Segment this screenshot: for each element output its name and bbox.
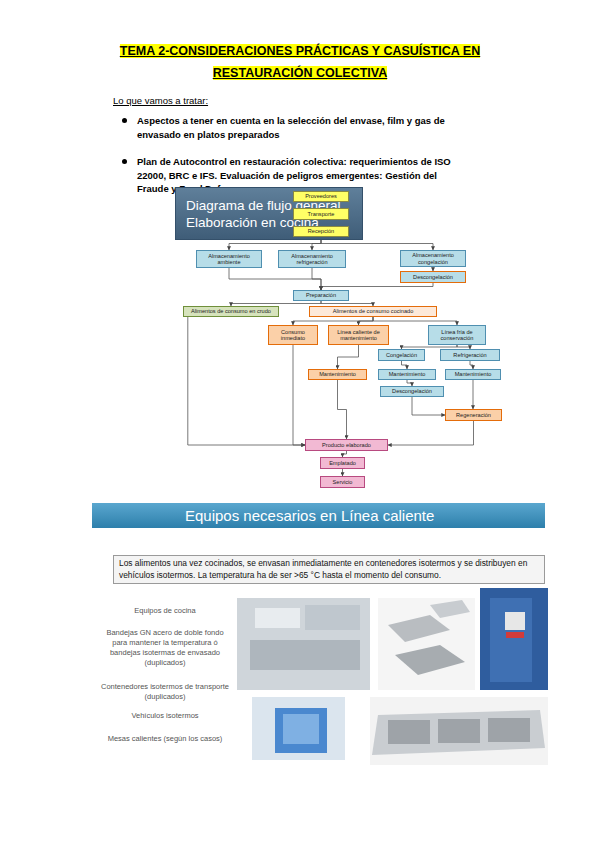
node-text: Línea caliente de mantenimiento [329, 329, 388, 342]
bullet-dot [122, 159, 127, 164]
node-text: Almacenamiento congelación [401, 252, 465, 265]
trays-photo [378, 598, 475, 690]
node-text: Consumo inmediato [269, 329, 317, 342]
node-text: Servicio [333, 479, 353, 485]
node-text: Regeneración [456, 412, 491, 418]
flow-arrow [359, 317, 374, 325]
node-text: Refrigeración [453, 352, 486, 358]
flow-arrow [293, 317, 373, 325]
process-box: Mantenimiento [378, 369, 436, 380]
node-text: Mantenimiento [389, 371, 426, 377]
note-box: Los alimentos una vez cocinados, se enva… [113, 555, 545, 584]
flow-arrow [388, 421, 474, 445]
flow-arrow [312, 268, 321, 290]
flow-arrow [373, 317, 457, 325]
equipment-label: Mesas calientes (según los casos) [100, 734, 230, 744]
flow-arrow [473, 380, 474, 409]
equipment-label: Contenedores isotermos de transporte (du… [100, 682, 230, 702]
gn-tray [430, 600, 470, 618]
process-box: Alimentos de consumo cocinado [309, 306, 437, 317]
title-text: TEMA 2-CONSIDERACIONES PRÁCTICAS Y CASUÍ… [120, 44, 480, 80]
process-box: Mantenimiento [445, 369, 501, 380]
process-box: Descongelación [380, 386, 444, 397]
node-text: Congelación [386, 352, 417, 358]
node-text: Mantenimiento [455, 371, 492, 377]
node-text: Los alimentos una vez cocinados, se enva… [119, 558, 539, 581]
process-box: Almacenamiento congelación [400, 250, 466, 267]
hot-table-photo [370, 697, 548, 765]
process-box: Recepción [293, 226, 349, 237]
isothermal-container [480, 588, 548, 690]
kitchen-counter [250, 640, 360, 670]
page-title: TEMA 2-CONSIDERACIONES PRÁCTICAS Y CASUÍ… [95, 40, 505, 84]
equipment-label: Vehículos isotermos [100, 711, 230, 721]
node-text: Descongelación [392, 388, 432, 394]
flow-arrow [229, 268, 321, 290]
container-door [490, 598, 532, 682]
node-text: Alimentos de consumo en crudo [191, 308, 271, 314]
flow-arrow [342, 469, 343, 476]
process-box: Regeneración [445, 409, 502, 421]
hot-table-well [438, 719, 480, 743]
process-box: Descongelación [400, 271, 466, 283]
flow-arrow [402, 361, 408, 369]
van-photo [252, 697, 345, 760]
process-box: Alimentos de consumo en crudo [183, 306, 279, 317]
hot-table-well [488, 718, 530, 742]
kitchen-shelf [305, 605, 360, 630]
process-box: Refrigeración [440, 349, 500, 361]
van-interior [275, 708, 327, 753]
flow-arrow [412, 397, 445, 415]
node-text: Alimentos de consumo cocinado [333, 308, 414, 314]
process-box: Transporte [293, 208, 349, 220]
node-text: Proveedores [305, 193, 337, 199]
hot-table [372, 710, 545, 755]
flow-arrow [470, 361, 473, 369]
equipment-label: Equipos de cocina [100, 606, 230, 616]
process-box: Consumo inmediato [268, 325, 318, 345]
process-box: Almacenamiento refrigeración [278, 250, 346, 268]
gn-tray [388, 615, 450, 642]
node-text: Preparación [306, 292, 336, 298]
process-box: Emplatado [320, 457, 365, 469]
hot-table-well [388, 720, 430, 744]
node-text: Producto elaborado [322, 442, 371, 448]
node-text: Emplatado [329, 460, 356, 466]
process-box: Preparación [293, 290, 349, 301]
process-box: Línea fría de conservación [428, 325, 486, 345]
node-text: Línea fría de conservación [429, 329, 485, 342]
process-box: Mantenimiento [308, 369, 367, 380]
node-text: Almacenamiento refrigeración [279, 253, 345, 266]
kitchen-photo [237, 598, 370, 690]
node-text: Almacenamiento ambiente [197, 253, 261, 266]
node-text: Mantenimiento [319, 371, 356, 377]
flow-arrow [293, 345, 305, 445]
section-heading: Lo que vamos a tratar: [113, 95, 363, 106]
bullet-text: Aspectos a tener en cuenta en la selecci… [137, 114, 467, 141]
node-text: Descongelación [413, 274, 453, 280]
gn-tray [395, 645, 465, 675]
node-text: Equipos necesarios en Línea caliente [185, 507, 434, 525]
kitchen-hood [255, 608, 300, 628]
process-box: Servicio [320, 476, 365, 488]
flow-arrow [338, 345, 359, 369]
process-box: Congelación [378, 349, 425, 361]
node-text: Transporte [308, 211, 335, 217]
flow-arrow [338, 380, 347, 439]
process-box: Línea caliente de mantenimiento [328, 325, 389, 345]
flow-arrow [321, 283, 433, 290]
process-box: Almacenamiento ambiente [196, 250, 262, 268]
container-label [506, 632, 524, 638]
process-box: Producto elaborado [305, 439, 388, 451]
node-text: Recepción [308, 228, 334, 234]
container-label [505, 612, 525, 630]
section-band: Equipos necesarios en Línea caliente [92, 503, 545, 528]
bullet-dot [122, 118, 127, 123]
equipment-label: Bandejas GN acero de doble fondo para ma… [100, 628, 230, 668]
van-interior [283, 714, 319, 744]
process-box: Proveedores [293, 191, 349, 202]
